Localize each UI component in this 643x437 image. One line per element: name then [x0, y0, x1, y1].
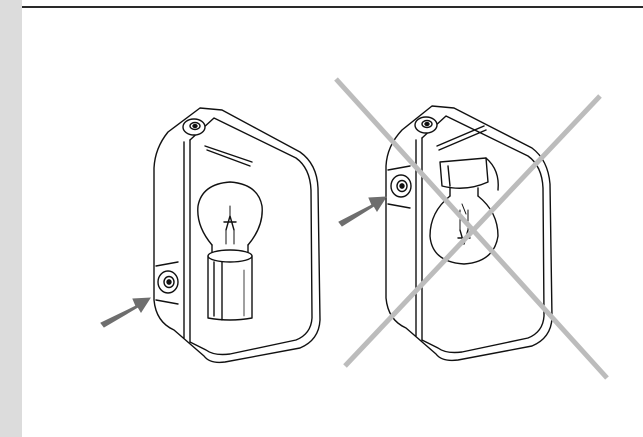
- cover-outline: [189, 117, 313, 356]
- left-margin-bar: [0, 0, 22, 437]
- lamp-socket: [207, 255, 253, 321]
- cover-clip: [436, 125, 487, 151]
- cross-out-mark: [334, 77, 609, 380]
- top-rule: [22, 6, 643, 8]
- lamp-socket: [439, 157, 489, 189]
- bulb-glass: [197, 181, 263, 246]
- figure-correct: [153, 107, 321, 364]
- arrow-right-figure: [338, 196, 387, 227]
- housing-body: [153, 107, 321, 364]
- bulb-glass: [429, 195, 499, 265]
- cover-clip: [204, 145, 253, 167]
- arrow-left-figure: [100, 297, 151, 328]
